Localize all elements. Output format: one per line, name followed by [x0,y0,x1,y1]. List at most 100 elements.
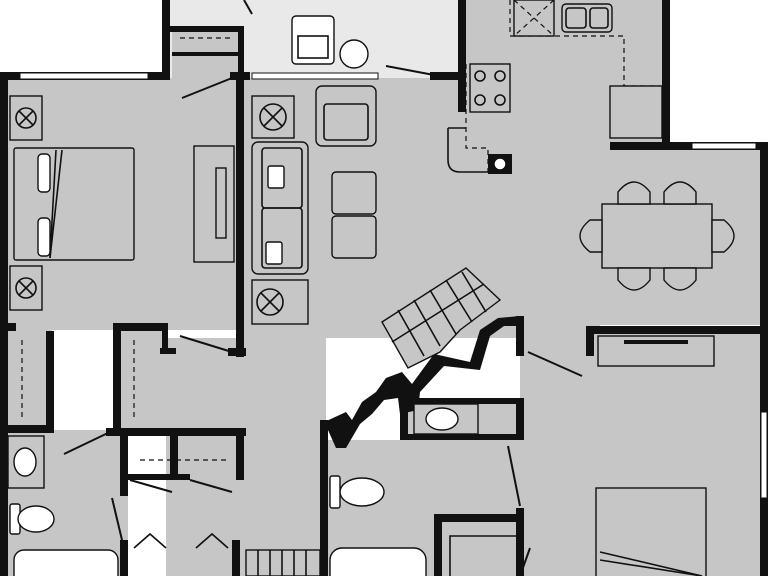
ottoman [331,215,377,259]
wall [170,436,178,476]
wall [434,514,524,522]
sink [13,447,37,477]
patio-table [339,39,369,69]
armchair [315,85,377,147]
door [179,335,233,353]
wall [162,0,170,80]
tv [215,167,227,239]
door [519,547,531,576]
bathroom-left [7,435,119,576]
wall [662,0,670,150]
chair [711,219,735,253]
toilet-bowl [339,477,385,507]
wall [320,420,328,576]
wall [160,348,176,354]
cushion [267,165,285,189]
wall [408,398,520,404]
wall [113,323,168,331]
wall [586,326,768,334]
wall [120,540,128,576]
wall [232,540,240,576]
lamp-icon [15,107,37,129]
door [243,0,253,15]
door [129,479,173,493]
closet-left-floor [8,330,52,430]
wall [178,474,190,480]
wall [113,323,121,433]
door [527,351,583,377]
pillow [37,217,51,257]
wall [236,72,244,357]
wall [434,514,442,576]
burner-icon [474,94,486,106]
wall [586,326,594,356]
stairs [245,267,502,576]
wall [162,323,168,353]
chair [617,267,651,291]
chair [617,181,651,205]
wall [128,474,178,480]
wall [0,323,16,331]
lamp-icon [256,288,284,316]
wall [106,428,246,436]
chair [579,219,603,253]
bathtub [13,549,119,576]
island [447,127,488,173]
tv [624,340,688,344]
stair-wall [320,316,520,448]
patio-furniture [291,15,369,69]
wall [228,348,246,356]
dresser [597,335,715,367]
doors [63,0,583,576]
shower [449,535,516,576]
bed [13,147,135,261]
window [251,72,379,80]
door [507,445,521,507]
lamp-icon [259,103,287,131]
bedroom-left [9,95,235,311]
wall [760,142,768,327]
wall [120,436,128,496]
bedroom-right [595,335,715,576]
dresser [193,145,235,263]
wall [400,434,524,440]
window [691,142,757,150]
wall [238,26,244,82]
lamp-icon [15,277,37,299]
patio-chair-seat [297,35,329,59]
door [385,65,451,79]
closets [21,37,232,461]
ottoman [331,171,377,215]
burner-icon [494,94,506,106]
living-room [251,85,377,325]
window [760,411,768,499]
burner-icon [474,70,486,82]
wall [236,436,244,480]
refrigerator [609,85,663,139]
door [181,77,233,99]
window [19,72,149,80]
bathroom-middle [329,403,516,576]
door [189,479,233,493]
range [469,63,511,113]
wall [610,142,768,150]
wall [46,331,54,431]
wall [172,52,238,56]
hallway-floor [166,338,326,576]
wall [516,316,524,356]
toilet-tank [329,475,341,509]
wall [516,398,524,440]
wall [430,72,466,80]
wall [166,26,244,32]
sink [561,3,613,33]
sink [425,407,459,431]
bifold-door [133,532,167,549]
side-table [251,279,309,325]
cushion [265,241,283,265]
wall [400,398,408,440]
burner-icon [494,70,506,82]
kitchen [447,0,663,174]
landing-steps [245,549,321,576]
door [63,431,111,455]
